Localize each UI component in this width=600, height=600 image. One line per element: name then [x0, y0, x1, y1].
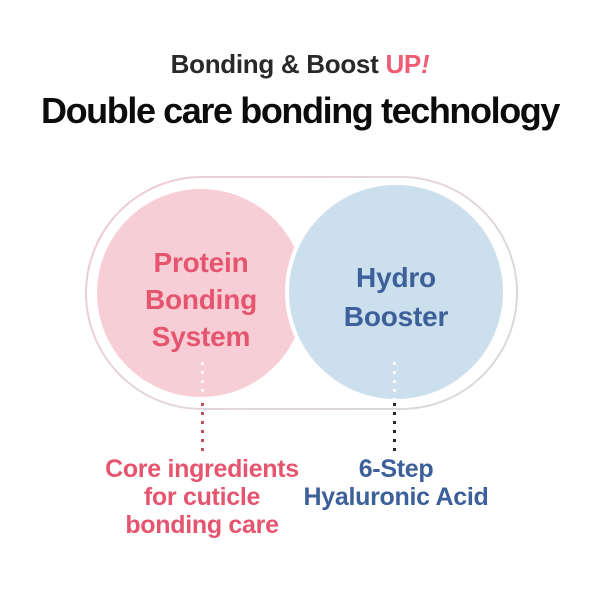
protein-bonding-circle: Protein Bonding System [97, 189, 305, 397]
page-title: Double care bonding technology [40, 90, 560, 131]
left-caption-line-2: for cuticle [143, 483, 261, 511]
protein-bonding-label: Protein Bonding System [145, 244, 257, 355]
hydro-booster-circle: Hydro Booster [289, 185, 503, 399]
right-caption-line-2: Hyaluronic Acid [303, 483, 489, 511]
hydro-line-1: Hydro [356, 262, 436, 293]
protein-line-3: System [151, 320, 251, 352]
protein-line-1: Protein [153, 246, 249, 278]
subtitle-text: Bonding & Boost [170, 49, 379, 79]
right-caption: 6-Step Hyaluronic Acid [286, 455, 506, 511]
right-connector-dots-inner [393, 362, 396, 400]
subtitle-accent: UP [385, 49, 421, 79]
left-caption-line-1: Core ingredients [105, 455, 299, 483]
left-caption: Core ingredients for cuticle bonding car… [82, 455, 322, 539]
right-caption-line-1: 6-Step [358, 455, 434, 483]
protein-line-2: Bonding [144, 283, 258, 315]
left-connector-dots-inner [201, 362, 204, 400]
left-connector-dots-outer [201, 403, 204, 451]
hydro-booster-label: Hydro Booster [343, 258, 449, 336]
right-connector-dots-outer [393, 403, 396, 451]
hydro-line-2: Booster [343, 301, 449, 332]
left-caption-line-3: bonding care [125, 511, 279, 539]
subtitle-accent-punct: ! [420, 49, 430, 79]
